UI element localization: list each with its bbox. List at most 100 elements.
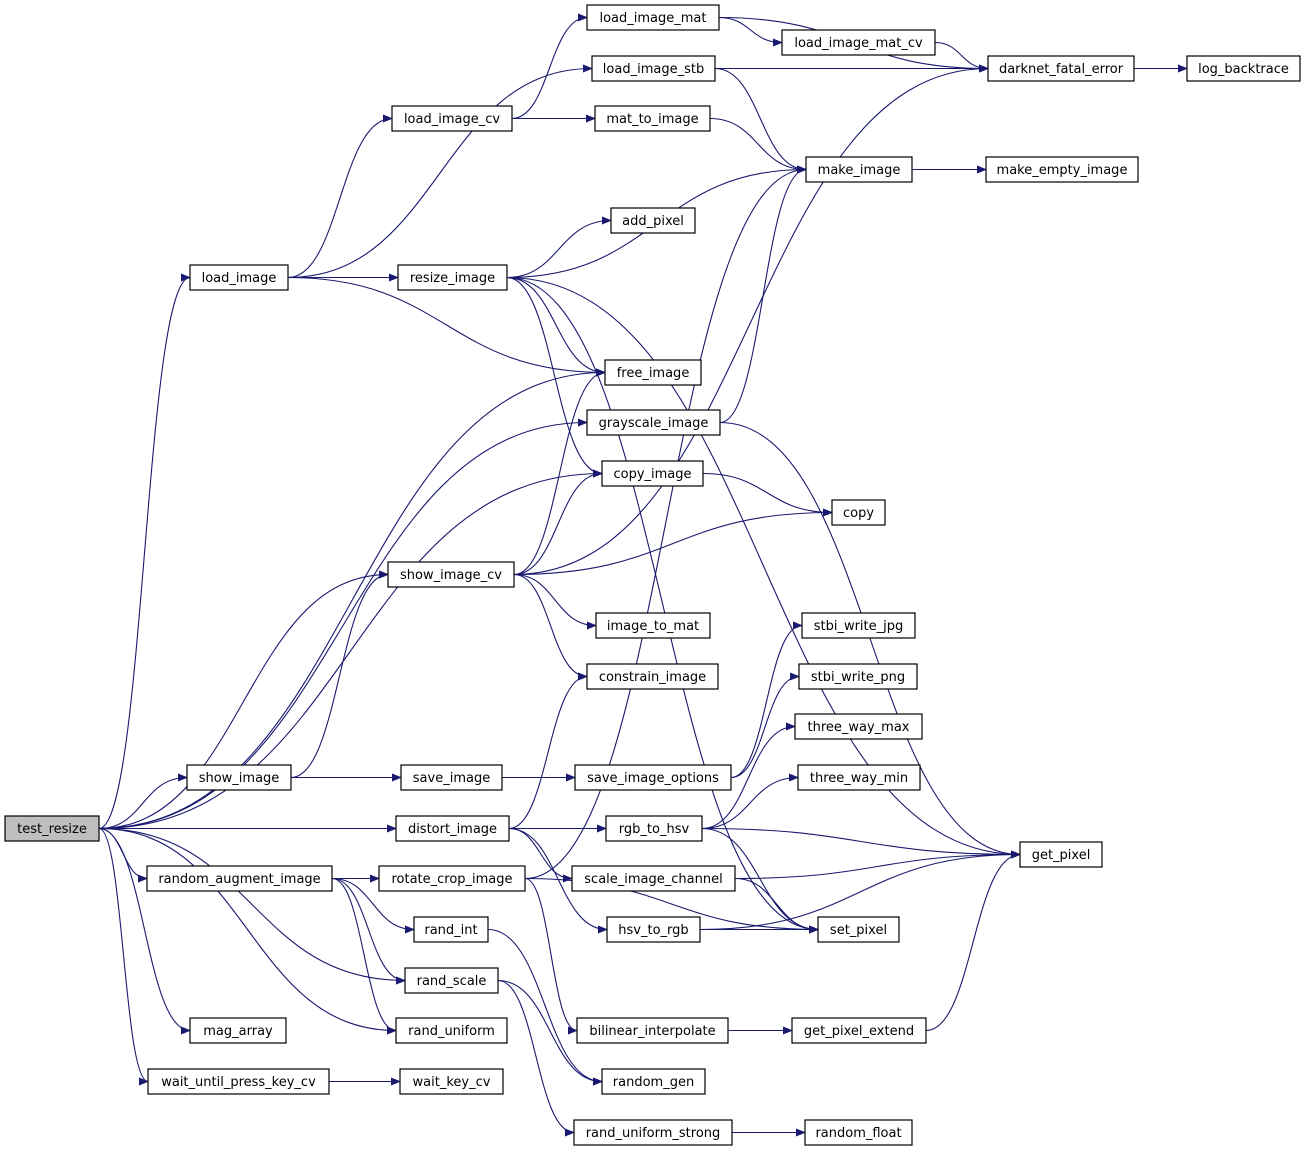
node-load-image-stb[interactable]: load_image_stb xyxy=(591,55,716,82)
node-box[interactable] xyxy=(413,916,489,943)
node-box[interactable] xyxy=(801,612,916,639)
node-copy[interactable]: copy xyxy=(831,499,886,526)
node-box[interactable] xyxy=(831,499,886,526)
node-box[interactable] xyxy=(378,865,526,892)
node-box[interactable] xyxy=(571,865,736,892)
node-rand-int[interactable]: rand_int xyxy=(413,916,489,943)
node-box[interactable] xyxy=(189,264,289,291)
node-box[interactable] xyxy=(794,713,923,740)
node-set-pixel[interactable]: set_pixel xyxy=(817,916,900,943)
edge-test-resize-to-copy-image xyxy=(98,469,603,830)
node-box[interactable] xyxy=(387,561,515,588)
node-get-pixel-extend[interactable]: get_pixel_extend xyxy=(791,1017,927,1044)
node-box[interactable] xyxy=(399,1068,504,1095)
node-box[interactable] xyxy=(576,1017,729,1044)
node-random-float[interactable]: random_float xyxy=(804,1119,913,1146)
node-copy-image[interactable]: copy_image xyxy=(601,460,704,487)
edge-show-image-cv-to-copy xyxy=(513,508,833,576)
edge-rgb-to-hsv-to-get-pixel xyxy=(701,827,1021,859)
node-box[interactable] xyxy=(395,815,510,842)
node-stbi-write-png[interactable]: stbi_write_png xyxy=(798,663,918,690)
node-three-way-max[interactable]: three_way_max xyxy=(794,713,923,740)
node-box[interactable] xyxy=(404,967,499,994)
node-box[interactable] xyxy=(573,1119,733,1146)
node-save-image-options[interactable]: save_image_options xyxy=(574,764,732,791)
node-label: mat_to_image xyxy=(606,112,698,127)
node-rand-scale[interactable]: rand_scale xyxy=(404,967,499,994)
edge-test-resize-to-show-image-cv xyxy=(98,570,389,830)
node-mat-to-image[interactable]: mat_to_image xyxy=(594,105,711,132)
node-rand-uniform-strong[interactable]: rand_uniform_strong xyxy=(573,1119,733,1146)
node-bilinear-interpolate[interactable]: bilinear_interpolate xyxy=(576,1017,729,1044)
node-load-image[interactable]: load_image xyxy=(189,264,289,291)
node-box[interactable] xyxy=(397,264,508,291)
node-box[interactable] xyxy=(147,1068,330,1095)
node-box[interactable] xyxy=(594,105,711,132)
node-test-resize[interactable]: test_resize xyxy=(4,815,100,842)
node-make-empty-image[interactable]: make_empty_image xyxy=(985,156,1139,183)
node-random-augment-image[interactable]: random_augment_image xyxy=(146,865,333,892)
node-mag-array[interactable]: mag_array xyxy=(189,1017,287,1044)
node-log-backtrace[interactable]: log_backtrace xyxy=(1186,55,1301,82)
node-rand-uniform[interactable]: rand_uniform xyxy=(395,1017,508,1044)
node-label: show_image_cv xyxy=(400,568,502,583)
node-box[interactable] xyxy=(985,156,1139,183)
node-box[interactable] xyxy=(189,1017,287,1044)
node-box[interactable] xyxy=(586,4,720,31)
node-box[interactable] xyxy=(601,1068,706,1095)
node-box[interactable] xyxy=(601,460,704,487)
node-box[interactable] xyxy=(146,865,333,892)
node-box[interactable] xyxy=(395,1017,508,1044)
node-constrain-image[interactable]: constrain_image xyxy=(586,663,719,690)
node-box[interactable] xyxy=(604,359,702,386)
node-box[interactable] xyxy=(1019,841,1103,868)
node-show-image-cv[interactable]: show_image_cv xyxy=(387,561,515,588)
node-wait-key-cv[interactable]: wait_key_cv xyxy=(399,1068,504,1095)
node-grayscale-image[interactable]: grayscale_image xyxy=(586,409,721,436)
node-box[interactable] xyxy=(606,916,701,943)
node-box[interactable] xyxy=(605,815,703,842)
node-box[interactable] xyxy=(391,105,513,132)
node-box[interactable] xyxy=(591,55,716,82)
node-box[interactable] xyxy=(586,409,721,436)
node-hsv-to-rgb[interactable]: hsv_to_rgb xyxy=(606,916,701,943)
node-stbi-write-jpg[interactable]: stbi_write_jpg xyxy=(801,612,916,639)
node-box[interactable] xyxy=(798,663,918,690)
node-box[interactable] xyxy=(804,1119,913,1146)
node-label: rand_uniform_strong xyxy=(586,1126,721,1141)
node-load-image-mat-cv[interactable]: load_image_mat_cv xyxy=(781,29,936,56)
node-box[interactable] xyxy=(4,815,100,842)
node-box[interactable] xyxy=(610,207,696,234)
node-load-image-mat[interactable]: load_image_mat xyxy=(586,4,720,31)
node-add-pixel[interactable]: add_pixel xyxy=(610,207,696,234)
node-box[interactable] xyxy=(817,916,900,943)
node-make-image[interactable]: make_image xyxy=(805,156,913,183)
node-wait-until-press-key-cv[interactable]: wait_until_press_key_cv xyxy=(147,1068,330,1095)
node-get-pixel[interactable]: get_pixel xyxy=(1019,841,1103,868)
node-three-way-min[interactable]: three_way_min xyxy=(797,764,921,791)
node-box[interactable] xyxy=(595,612,711,639)
node-image-to-mat[interactable]: image_to_mat xyxy=(595,612,711,639)
node-box[interactable] xyxy=(791,1017,927,1044)
node-rgb-to-hsv[interactable]: rgb_to_hsv xyxy=(605,815,703,842)
node-box[interactable] xyxy=(987,55,1135,82)
node-save-image[interactable]: save_image xyxy=(400,764,503,791)
node-box[interactable] xyxy=(805,156,913,183)
node-box[interactable] xyxy=(586,663,719,690)
node-random-gen[interactable]: random_gen xyxy=(601,1068,706,1095)
node-rotate-crop-image[interactable]: rotate_crop_image xyxy=(378,865,526,892)
node-box[interactable] xyxy=(781,29,936,56)
node-distort-image[interactable]: distort_image xyxy=(395,815,510,842)
node-scale-image-channel[interactable]: scale_image_channel xyxy=(571,865,736,892)
edge-test-resize-to-free-image xyxy=(98,368,606,830)
node-box[interactable] xyxy=(400,764,503,791)
node-box[interactable] xyxy=(574,764,732,791)
node-box[interactable] xyxy=(797,764,921,791)
node-show-image[interactable]: show_image xyxy=(186,764,292,791)
node-darknet-fatal-error[interactable]: darknet_fatal_error xyxy=(987,55,1135,82)
node-box[interactable] xyxy=(1186,55,1301,82)
node-box[interactable] xyxy=(186,764,292,791)
node-load-image-cv[interactable]: load_image_cv xyxy=(391,105,513,132)
node-free-image[interactable]: free_image xyxy=(604,359,702,386)
node-resize-image[interactable]: resize_image xyxy=(397,264,508,291)
